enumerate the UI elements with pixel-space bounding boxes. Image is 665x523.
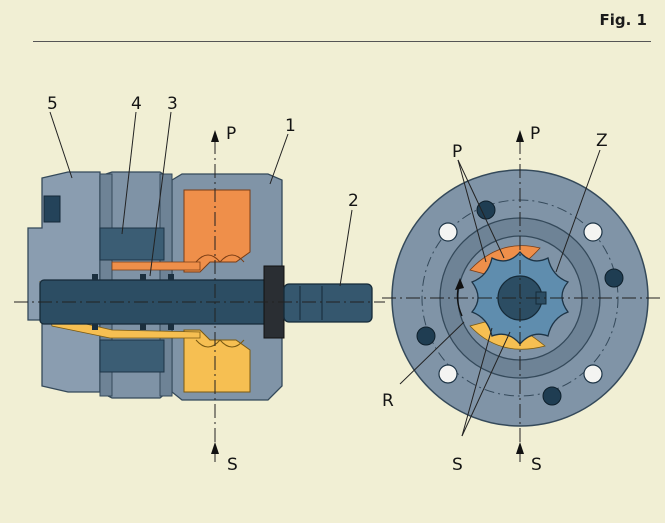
leader-2: [339, 209, 353, 287]
leader-1: [269, 133, 289, 185]
label-z: Z: [596, 131, 608, 151]
leader-r: [399, 321, 465, 385]
label-1: 1: [285, 116, 296, 136]
front-view: P P Z R S S: [382, 124, 660, 475]
pressure-chamber: [183, 189, 251, 273]
suction-arrow-front: [516, 442, 524, 454]
screws: [416, 200, 624, 406]
label-5: 5: [47, 94, 58, 114]
leader-3: [149, 111, 172, 277]
suction-chamber: [183, 329, 251, 393]
leader-4: [121, 111, 137, 235]
header-rule: [33, 41, 651, 42]
bolt-holes: [438, 222, 603, 384]
shaft-end: [283, 283, 373, 323]
leader-p-a: [457, 159, 487, 263]
leader-s-b: [461, 331, 511, 437]
leader-p-b: [457, 159, 505, 259]
gear-teeth-upper: [195, 254, 245, 263]
label-4: 4: [131, 94, 142, 114]
bearing-block-upper: [99, 227, 165, 261]
pressure-arrow-side: [211, 130, 219, 142]
leader-s-a: [461, 327, 493, 437]
cover-plug: [43, 195, 61, 223]
label-s-front-left: S: [452, 455, 463, 475]
leader-5: [49, 111, 73, 179]
label-s-front: S: [531, 455, 542, 475]
seal-rings: [92, 274, 174, 330]
label-r: R: [382, 391, 394, 411]
side-section-view: 5 4 3 1 2 P S: [14, 94, 385, 475]
label-p-front: P: [530, 124, 540, 144]
label-p-side: P: [226, 124, 236, 144]
figure-label: Fig. 1: [599, 11, 647, 29]
suction-arrow-side: [211, 442, 219, 454]
pressure-arrow-front: [516, 130, 524, 142]
rotation-arrowhead: [455, 278, 464, 290]
label-s-side: S: [227, 455, 238, 475]
label-2: 2: [348, 191, 359, 211]
label-3: 3: [167, 94, 178, 114]
label-p-front-left: P: [452, 142, 462, 162]
gear-teeth-lower: [195, 339, 245, 348]
bearing-block-lower: [99, 339, 165, 373]
leader-z: [555, 149, 601, 273]
pressure-channel: [111, 261, 201, 271]
